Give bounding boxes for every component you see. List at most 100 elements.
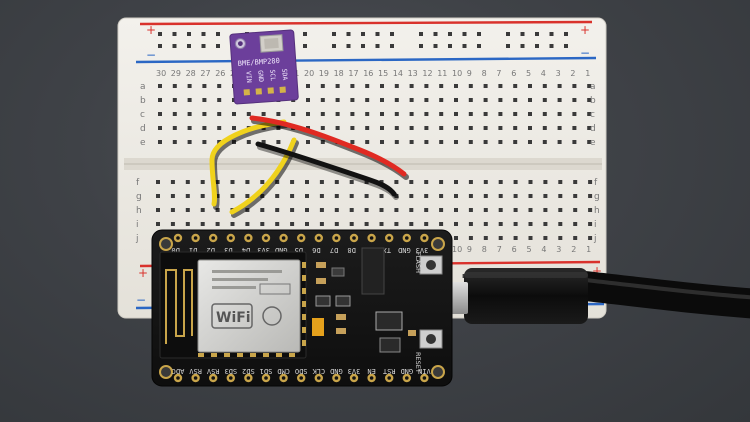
- breadboard-hole: [468, 98, 473, 102]
- breadboard-hole: [200, 194, 205, 198]
- pin-label-bottom: CLK: [312, 367, 325, 375]
- breadboard-hole: [350, 112, 355, 116]
- esp-pad: [276, 353, 282, 357]
- breadboard-hole: [558, 194, 563, 198]
- column-number: 1: [586, 245, 591, 254]
- breadboard-hole: [305, 194, 309, 198]
- breadboard-hole: [364, 180, 369, 184]
- column-number: 4: [541, 245, 546, 254]
- breadboard-hole: [335, 126, 340, 130]
- esp-pad: [237, 353, 243, 357]
- breadboard-hole: [170, 222, 175, 226]
- breadboard-hole: [156, 208, 160, 212]
- breadboard-hole: [202, 126, 207, 130]
- breadboard-hole: [542, 98, 547, 102]
- pin-label-top: D1: [189, 246, 197, 254]
- breadboard-hole: [364, 208, 369, 212]
- breadboard-hole: [558, 222, 563, 226]
- sensor-pin-label: GND: [256, 70, 265, 82]
- column-number: 15: [378, 69, 388, 78]
- esp-pad: [302, 275, 306, 281]
- breadboard-hole: [156, 180, 160, 184]
- breadboard-hole: [588, 180, 593, 184]
- breadboard-hole: [588, 194, 593, 198]
- header-pin-hole: [229, 236, 233, 240]
- breadboard-hole: [361, 44, 365, 48]
- column-number: 6: [511, 69, 516, 78]
- breadboard-hole: [409, 98, 414, 102]
- breadboard-hole: [572, 140, 577, 144]
- breadboard-hole: [305, 222, 309, 226]
- breadboard-hole: [528, 208, 533, 212]
- breadboard-hole: [462, 32, 467, 36]
- row-letter: f: [594, 178, 598, 188]
- breadboard-hole: [303, 44, 307, 48]
- breadboard-hole: [513, 180, 518, 184]
- breadboard-hole: [424, 222, 429, 226]
- breadboard-hole: [185, 208, 190, 212]
- breadboard-hole: [542, 84, 547, 88]
- breadboard-hole: [462, 44, 467, 48]
- esp-pad: [289, 353, 295, 357]
- header-pin-hole: [193, 376, 198, 380]
- breadboard-hole: [448, 32, 452, 36]
- breadboard-hole: [439, 180, 444, 184]
- breadboard-hole: [245, 180, 250, 184]
- breadboard-hole: [542, 140, 547, 144]
- breadboard-hole: [483, 126, 488, 130]
- header-pin-hole: [211, 236, 215, 240]
- breadboard-hole: [232, 112, 236, 116]
- sensor-pin-label: VIN: [244, 71, 253, 83]
- column-number: 4: [541, 69, 546, 78]
- breadboard-hole: [170, 180, 175, 184]
- breadboard-hole: [306, 112, 310, 116]
- breadboard-hole: [409, 222, 414, 226]
- pin-label-bottom: VIN: [418, 367, 431, 375]
- column-number: 14: [393, 69, 403, 78]
- reset-button-cap: [426, 334, 436, 344]
- breadboard-hole: [364, 222, 369, 226]
- breadboard-hole: [172, 98, 177, 102]
- breadboard-hole: [201, 32, 206, 36]
- breadboard-hole: [528, 194, 533, 198]
- breadboard-hole: [498, 208, 503, 212]
- column-number: 8: [482, 245, 487, 254]
- breadboard-hole: [558, 180, 563, 184]
- breadboard-hole: [498, 84, 503, 88]
- pin-label-bottom: RSV: [188, 367, 201, 375]
- header-pin-hole: [387, 376, 392, 380]
- breadboard-hole: [587, 84, 592, 88]
- breadboard-hole: [409, 194, 414, 198]
- breadboard-hole: [573, 236, 578, 240]
- breadboard-hole: [513, 194, 518, 198]
- rail-minus-mark: −: [146, 48, 156, 62]
- breadboard-hole: [349, 222, 354, 226]
- breadboard-hole: [513, 236, 518, 240]
- pin-label-top: D5: [295, 246, 303, 254]
- breadboard-hole: [290, 208, 295, 212]
- column-number: 16: [363, 69, 373, 78]
- breadboard-hole: [320, 126, 325, 130]
- header-pin-hole: [352, 236, 356, 240]
- header-pin-hole: [317, 376, 321, 380]
- breadboard-hole: [542, 126, 547, 130]
- breadboard-hole: [454, 98, 458, 102]
- breadboard-hole: [185, 194, 190, 198]
- breadboard-hole: [390, 44, 394, 48]
- breadboard-hole: [409, 84, 414, 88]
- breadboard-hole: [200, 222, 205, 226]
- breadboard-hole: [158, 140, 162, 144]
- breadboard-hole: [320, 98, 325, 102]
- breadboard-hole: [588, 222, 593, 226]
- breadboard-hole: [365, 84, 370, 88]
- breadboard-hole: [483, 140, 488, 144]
- breadboard-hole: [483, 208, 488, 212]
- breadboard-hole: [468, 236, 473, 240]
- pin-label-bottom: SD2: [242, 367, 255, 375]
- header-pin-hole: [299, 376, 304, 380]
- breadboard-hole: [587, 140, 592, 144]
- breadboard-hole: [306, 126, 310, 130]
- pin-label-bottom: SDO: [295, 367, 308, 375]
- breadboard-hole: [319, 194, 324, 198]
